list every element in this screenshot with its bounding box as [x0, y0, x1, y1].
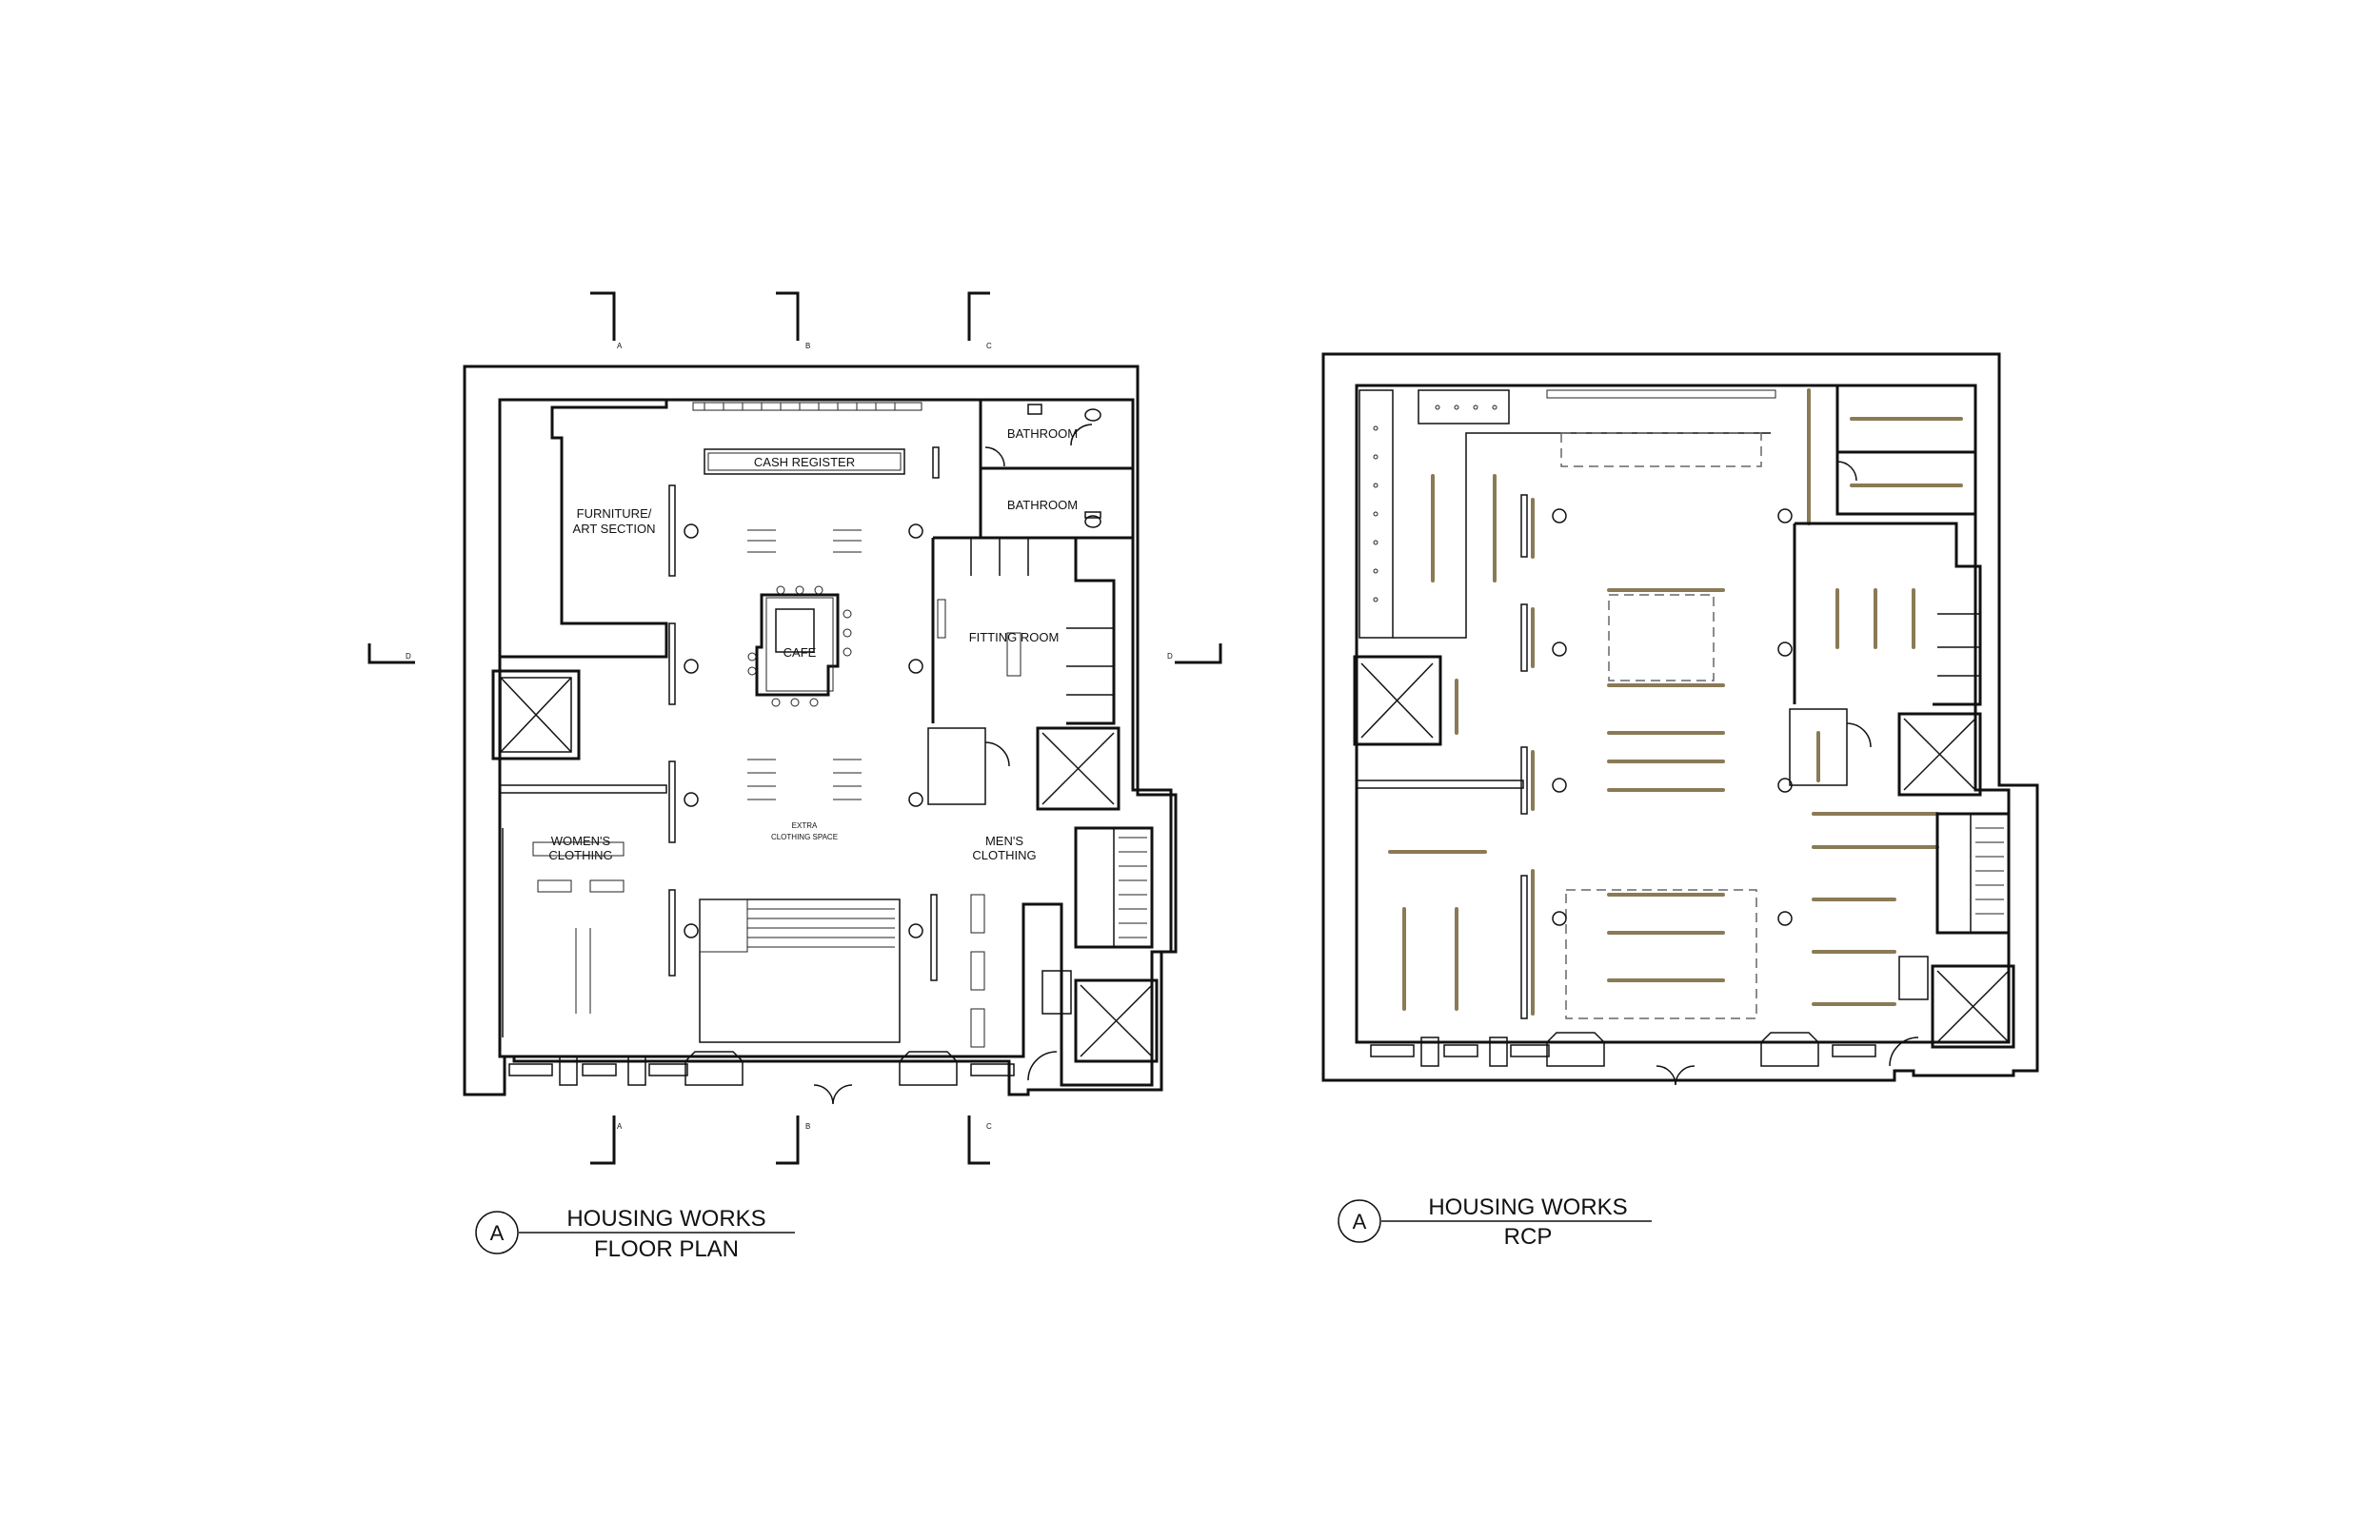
bathroom-1-label: BATHROOM [1007, 426, 1078, 441]
stairs [1074, 826, 1154, 949]
rcp-elevator-left [1353, 655, 1442, 746]
womens-clothing: WOMEN'S CLOTHING [502, 828, 625, 1037]
rcp-subtitle: RCP [1504, 1224, 1553, 1250]
cafe-label: CAFE [783, 645, 817, 660]
floor-plan-subtitle: FLOOR PLAN [594, 1236, 739, 1262]
inner-wall [498, 398, 1173, 1087]
partitions [668, 484, 938, 981]
fitting-room: FITTING ROOM [931, 536, 1116, 725]
section-marker-top-c: C [967, 291, 992, 350]
rcp-linear-lights [1388, 388, 1963, 1016]
rcp-storefront [1370, 1032, 1876, 1086]
rcp-elevator-right-lower [1889, 956, 2015, 1067]
rcp-title-block: A HOUSING WORKS RCP [1338, 1194, 1652, 1250]
section-marker-bottom-a: A [590, 1116, 623, 1165]
mens-label-2: CLOTHING [972, 848, 1036, 862]
rcp-elevator-right-upper [1897, 712, 1982, 797]
rcp-marker: A [1353, 1210, 1367, 1234]
floor-plan-title: HOUSING WORKS [566, 1206, 765, 1232]
svg-text:A: A [617, 1122, 623, 1131]
rcp-columns [1552, 508, 1793, 926]
womens-label-2: CLOTHING [548, 848, 612, 862]
section-marker-bottom-b: B [776, 1116, 810, 1165]
womens-label-1: WOMEN'S [551, 834, 611, 848]
rcp-left-strip [1359, 389, 1771, 639]
mens-label-1: MEN'S [985, 834, 1023, 848]
svg-text:C: C [986, 342, 992, 350]
rcp-plan: A HOUSING WORKS RCP [1321, 352, 2039, 1250]
outer-wall [463, 365, 1178, 1096]
fitting-room-label: FITTING ROOM [969, 630, 1060, 644]
section-marker-top-a: A [590, 291, 623, 350]
svg-text:D: D [1167, 652, 1173, 661]
extra-label-1: EXTRA [792, 821, 818, 830]
floor-plan-title-block: A HOUSING WORKS FLOOR PLAN [475, 1206, 795, 1262]
section-marker-right-d: D [1167, 643, 1222, 664]
rcp-window-strip [1546, 389, 1776, 399]
svg-text:B: B [805, 1122, 810, 1131]
svg-text:A: A [617, 342, 623, 350]
rcp-outer-wall [1321, 352, 2039, 1082]
section-marker-left-d: D [367, 643, 415, 664]
rcp-stairs [1935, 812, 2011, 935]
cafe: CAFE [747, 585, 852, 707]
rcp-dashed-fixtures [1560, 432, 1762, 1019]
floor-plan: A B C A B C D D [367, 291, 1222, 1262]
section-marker-top-b: B [776, 291, 810, 350]
partition [932, 446, 940, 479]
floor-plan-marker: A [490, 1221, 505, 1245]
storefront [508, 1051, 1015, 1105]
bathrooms: BATHROOM BATHROOM [979, 398, 1135, 540]
window-strip-top [692, 402, 922, 411]
elevator-right-upper [927, 726, 1121, 811]
svg-text:D: D [406, 652, 411, 661]
svg-text:B: B [805, 342, 810, 350]
mens-clothing: MEN'S CLOTHING [970, 834, 1037, 1048]
rcp-partitions [1356, 494, 1528, 1019]
extra-label-2: CLOTHING SPACE [771, 833, 838, 841]
furniture-label-2: ART SECTION [573, 522, 656, 536]
rcp-title: HOUSING WORKS [1428, 1194, 1627, 1220]
svg-text:C: C [986, 1122, 992, 1131]
women-window [499, 784, 667, 794]
cash-register: CASH REGISTER [704, 448, 905, 475]
rcp-service-rooms [1789, 384, 1982, 786]
columns [684, 523, 923, 938]
section-marker-bottom-c: C [967, 1116, 992, 1165]
furniture-section-wall [500, 398, 668, 659]
bathroom-2-label: BATHROOM [1007, 498, 1078, 512]
center-platform [699, 898, 901, 1043]
clothing-racks-center [747, 529, 862, 800]
elevator-right-lower [1027, 970, 1159, 1081]
furniture-label-1: FURNITURE/ [577, 506, 652, 521]
cash-register-label: CASH REGISTER [754, 455, 855, 469]
elevator-left [491, 669, 581, 760]
